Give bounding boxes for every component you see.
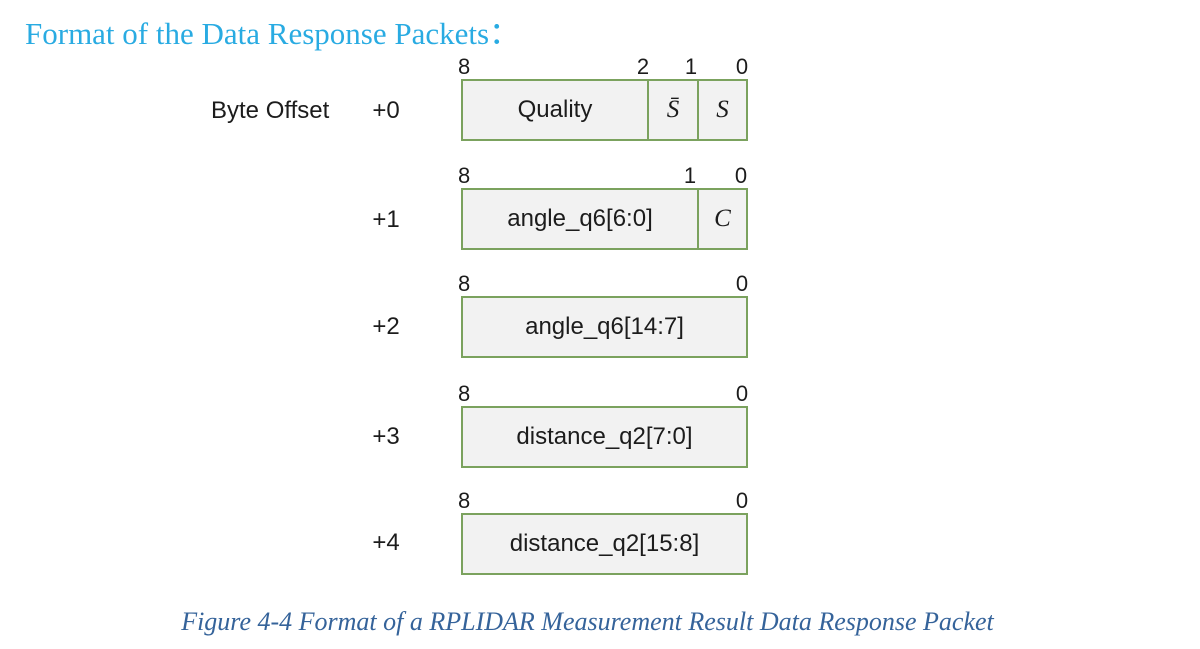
byte-box-4: distance_q2[15:8] [461,513,748,575]
byte-box-1: angle_q6[6:0] C [461,188,748,250]
byte-offset-value-1: +1 [372,206,400,233]
field-angle-high: angle_q6[14:7] [525,313,684,340]
bit-label-1: 1 [684,54,698,79]
field-distance-low: distance_q2[7:0] [516,423,693,450]
bit-label-0: 0 [734,163,748,188]
byte-offset-value-0: +0 [372,97,400,124]
byte-offset-value-2: +2 [372,313,400,340]
bit-label-0: 0 [735,54,749,79]
bit-label-8: 8 [458,488,471,513]
packet-row-1: 8 1 0 angle_q6[6:0] C [458,161,748,250]
packet-row-0: 8 2 1 0 Quality S̄ S [458,52,749,141]
bit-label-8: 8 [458,54,471,79]
bit-label-8: 8 [458,381,471,406]
bit-scale-row-4: 8 0 [458,486,749,513]
bit-label-0: 0 [735,271,749,296]
bit-label-8: 8 [458,163,471,188]
packet-row-4: 8 0 distance_q2[15:8] [458,486,749,575]
bit-scale-row-3: 8 0 [458,379,749,406]
packet-row-2: 8 0 angle_q6[14:7] [458,269,749,358]
field-s-inverted: S̄ [647,81,697,139]
byte-offset-label: Byte Offset [211,97,330,124]
page-title: Format of the Data Response Packets： [25,16,521,51]
bit-label-0: 0 [735,488,749,513]
field-checkbit: C [697,190,746,248]
byte-box-0: Quality S̄ S [461,79,748,141]
field-quality: Quality [517,96,593,123]
field-s: S [697,81,746,139]
byte-offset-value-4: +4 [372,529,400,556]
bit-label-8: 8 [458,271,471,296]
bit-scale-row-2: 8 0 [458,269,749,296]
byte-box-2: angle_q6[14:7] [461,296,748,358]
byte-box-3: distance_q2[7:0] [461,406,748,468]
field-distance-high: distance_q2[15:8] [509,530,700,557]
bit-label-2: 2 [636,54,650,79]
bit-label-0: 0 [735,381,749,406]
bit-scale-row-0: 8 2 1 0 [458,52,749,79]
bit-label-1: 1 [683,163,697,188]
bit-scale-row-1: 8 1 0 [458,161,748,188]
field-angle-low: angle_q6[6:0] [507,205,653,232]
packet-row-3: 8 0 distance_q2[7:0] [458,379,749,468]
byte-offset-value-3: +3 [372,423,400,450]
figure-caption: Figure 4-4 Format of a RPLIDAR Measureme… [181,607,994,636]
